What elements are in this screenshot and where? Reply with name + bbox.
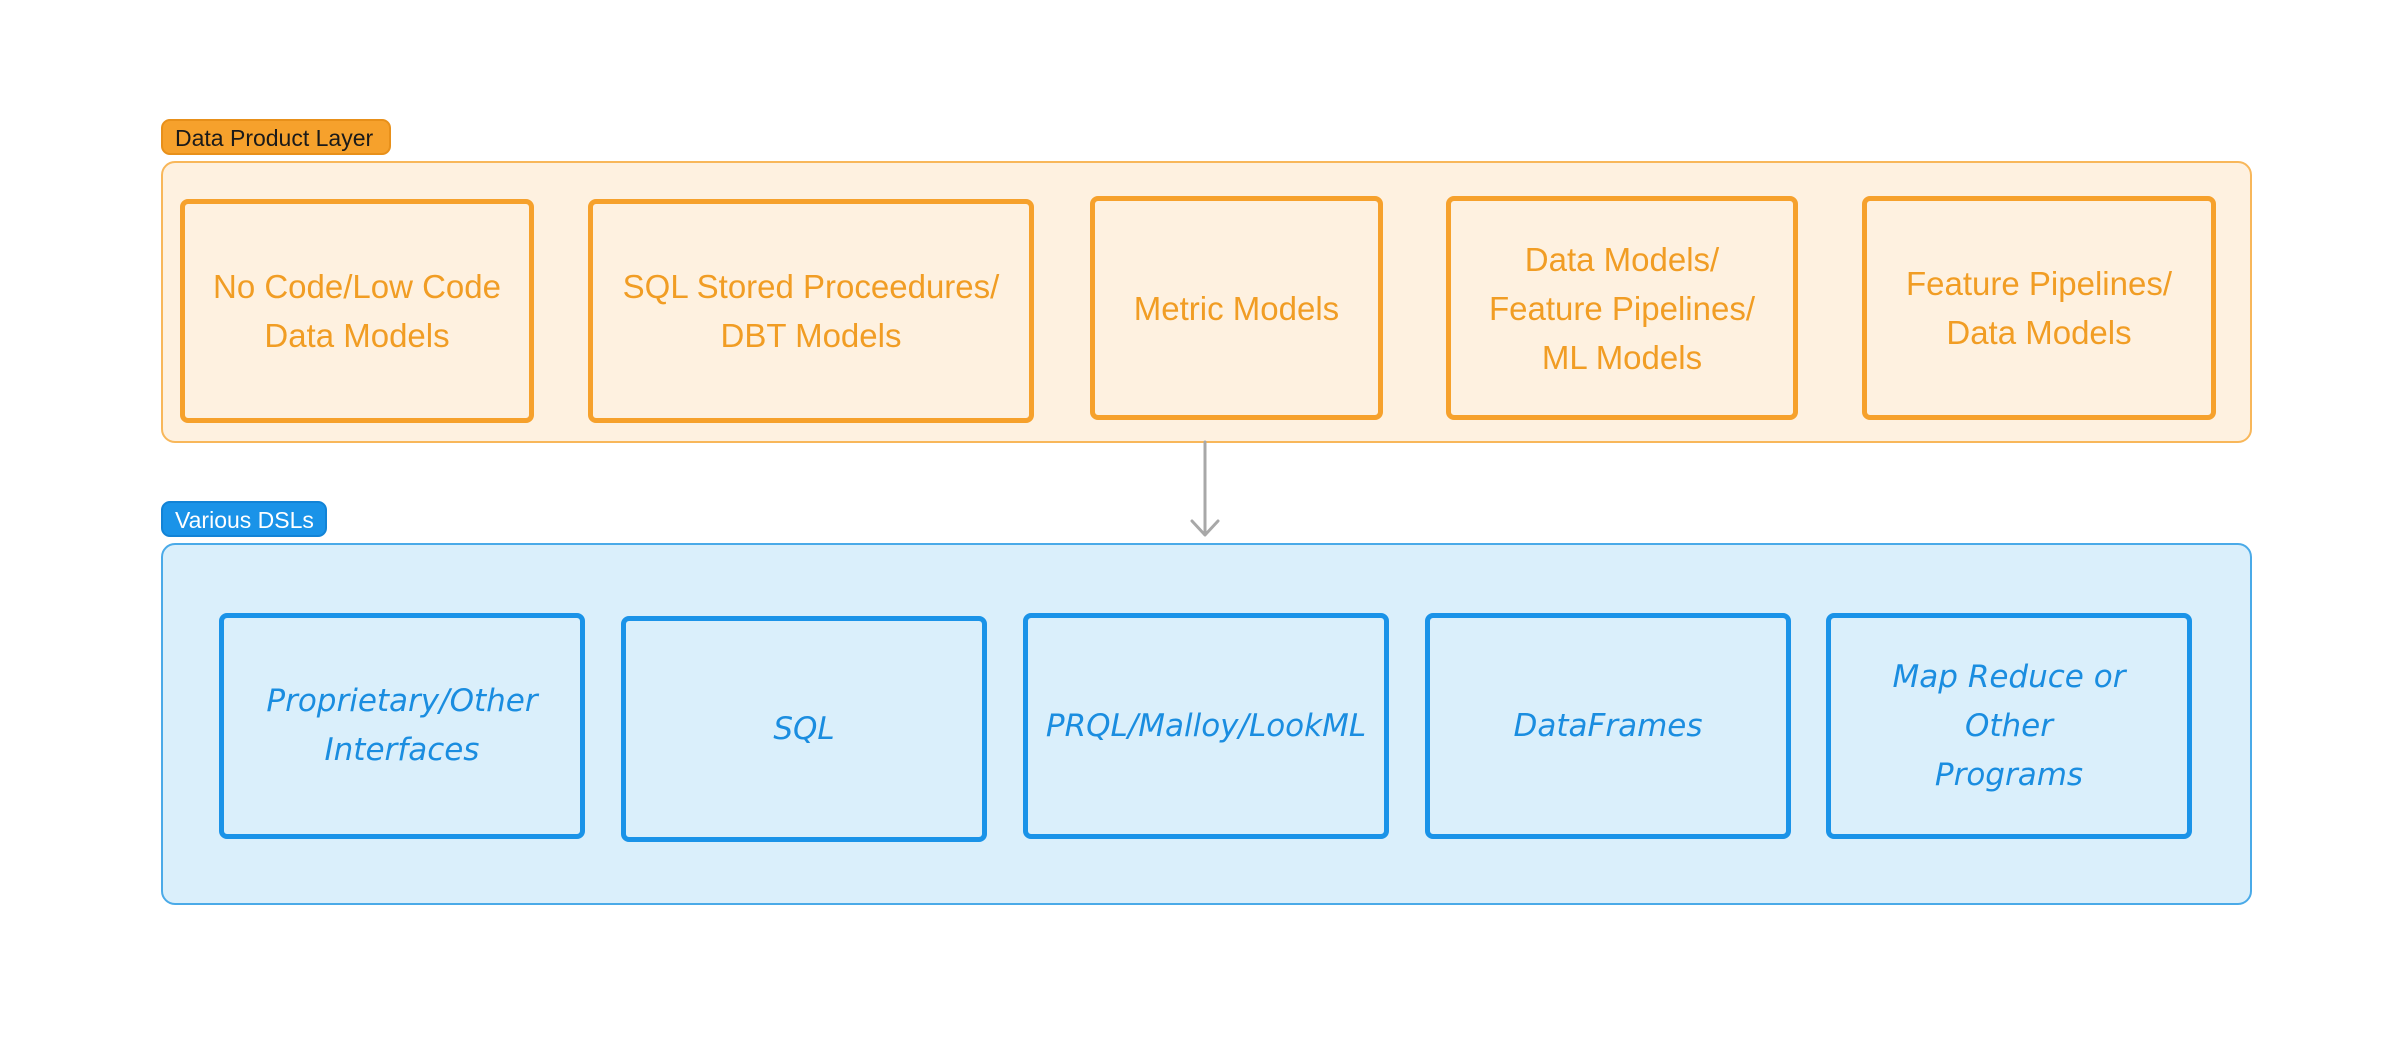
- metric-models-box: Metric Models: [1090, 196, 1383, 420]
- various-dsls-label: Various DSLs: [161, 501, 327, 537]
- proprietary-interfaces-box: Proprietary/Other Interfaces: [219, 613, 585, 839]
- down-arrow-connector: [1190, 440, 1220, 537]
- sql-box: SQL: [621, 616, 987, 842]
- map-reduce-box: Map Reduce or Other Programs: [1826, 613, 2192, 839]
- data-product-layer-label: Data Product Layer: [161, 119, 391, 155]
- feature-pipelines-box: Feature Pipelines/ Data Models: [1862, 196, 2216, 420]
- dataframes-box: DataFrames: [1425, 613, 1791, 839]
- prql-malloy-lookml-box: PRQL/Malloy/LookML: [1023, 613, 1389, 839]
- sql-stored-procedures-box: SQL Stored Proceedures/ DBT Models: [588, 199, 1034, 423]
- no-code-low-code-box: No Code/Low Code Data Models: [180, 199, 534, 423]
- data-models-ml-box: Data Models/ Feature Pipelines/ ML Model…: [1446, 196, 1798, 420]
